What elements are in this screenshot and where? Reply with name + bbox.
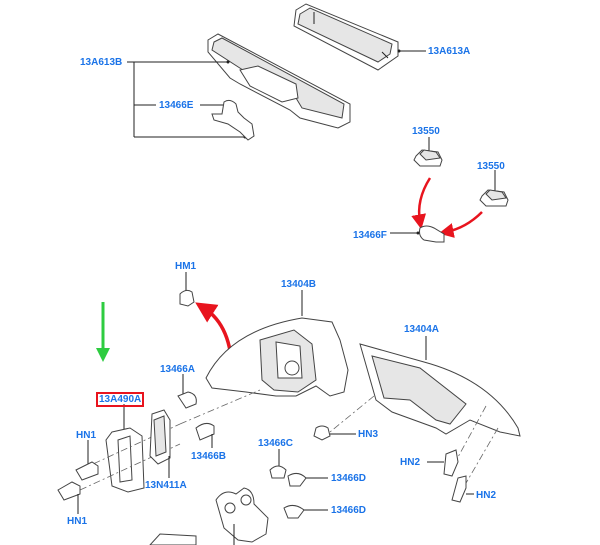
- part-bulb-holder: [215, 487, 269, 545]
- part-13N411A: [149, 409, 171, 478]
- part-13404A: [329, 336, 521, 491]
- part-label-13466C[interactable]: 13466C: [258, 438, 294, 449]
- part-13A613A: [293, 3, 426, 71]
- part-label-13404A[interactable]: 13404A: [404, 324, 440, 335]
- part-label-HN2[interactable]: HN2: [476, 490, 497, 501]
- green-arrow-icon: [96, 302, 110, 362]
- part-label-HN1[interactable]: HN1: [76, 430, 97, 441]
- part-label-13550[interactable]: 13550: [412, 126, 440, 137]
- part-label-HN3[interactable]: HN3: [358, 429, 379, 440]
- part-13466A: [177, 374, 197, 409]
- part-label-13466F[interactable]: 13466F: [353, 230, 387, 241]
- part-13466F: [390, 225, 445, 243]
- part-13404B: [205, 290, 349, 397]
- part-HN3: [313, 425, 356, 441]
- part-label-13A613B[interactable]: 13A613B: [80, 57, 123, 68]
- part-label-HN1[interactable]: HN1: [67, 516, 88, 527]
- part-13466E: [200, 99, 255, 141]
- red-arrow-icon: [438, 211, 483, 238]
- part-label-13466D[interactable]: 13466D: [331, 473, 367, 484]
- part-13A613B: [207, 33, 351, 129]
- part-label-13466E[interactable]: 13466E: [159, 100, 194, 111]
- part-label-13A490A-highlighted[interactable]: 13A490A: [95, 392, 145, 407]
- part-HM1: [179, 272, 195, 307]
- part-lens-fragment: [149, 533, 197, 545]
- part-label-13466B[interactable]: 13466B: [191, 451, 227, 462]
- part-label-13466D[interactable]: 13466D: [331, 505, 367, 516]
- part-13A490A: [79, 389, 261, 493]
- part-13466D: [283, 472, 328, 519]
- part-label-13550[interactable]: 13550: [477, 161, 505, 172]
- part-HN2: [427, 449, 474, 503]
- part-HN1: [57, 440, 99, 514]
- part-label-HM1[interactable]: HM1: [175, 261, 197, 272]
- red-arrow-icon: [411, 177, 432, 230]
- part-label-13A613A[interactable]: 13A613A: [428, 46, 471, 57]
- part-label-13404B[interactable]: 13404B: [281, 279, 317, 290]
- leader-13A613B: [127, 61, 247, 139]
- part-13550-right: [479, 170, 509, 207]
- part-label-13466A[interactable]: 13466A: [160, 364, 196, 375]
- part-13466B: [195, 422, 215, 448]
- part-13466C: [269, 449, 287, 479]
- part-13550-left: [413, 137, 443, 167]
- part-label-HN2[interactable]: HN2: [400, 457, 421, 468]
- part-label-13N411A[interactable]: 13N411A: [145, 480, 187, 491]
